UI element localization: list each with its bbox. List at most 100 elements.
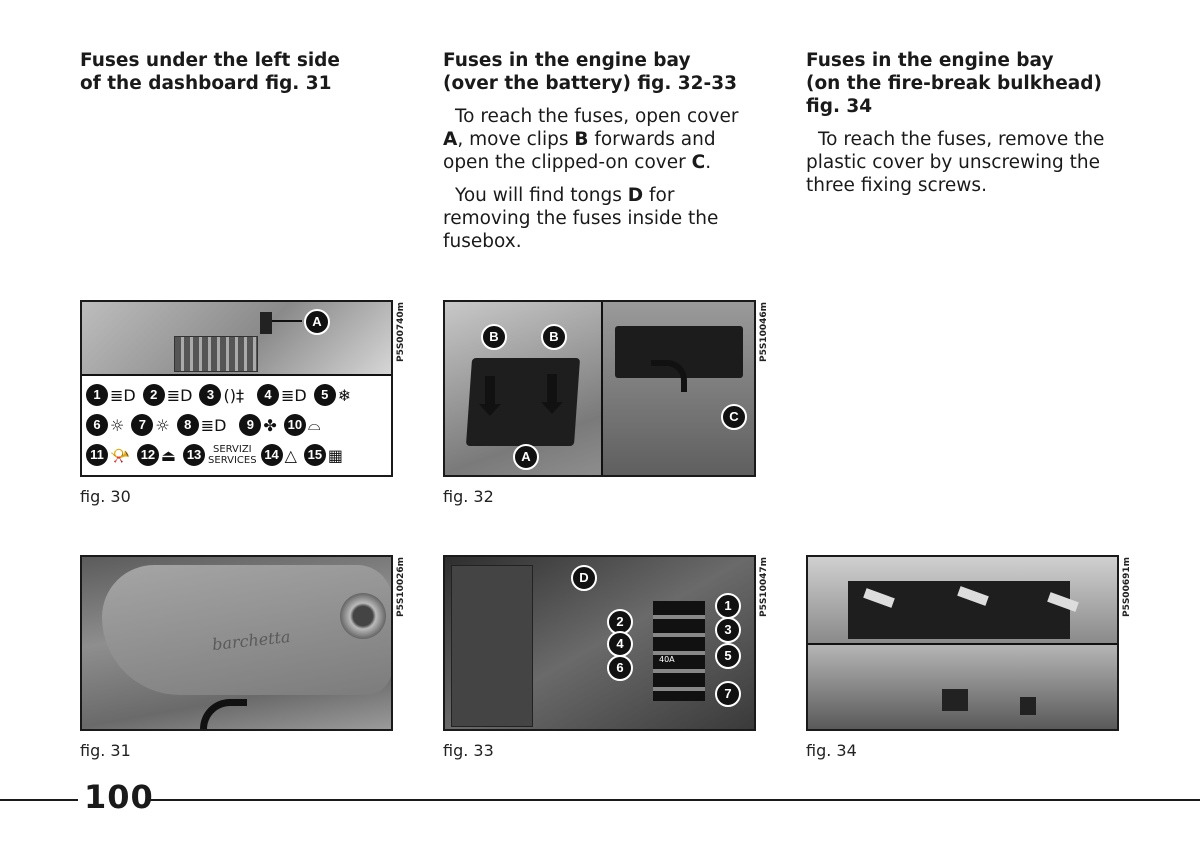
figure-32-battery-cover: B B A C	[443, 300, 756, 477]
number-label: 4	[607, 631, 633, 657]
rear-fog-icon: ()‡	[223, 385, 244, 405]
page-number: 100	[84, 778, 154, 816]
fuse-rack	[653, 601, 705, 701]
photo-divider	[808, 643, 1117, 645]
legend-item: 5❄	[313, 384, 354, 406]
figure-caption: fig. 31	[80, 741, 131, 760]
legend-item: 6☼	[86, 414, 127, 436]
paragraph-reach-fuses: To reach the fuses, open cover A, move c…	[443, 106, 739, 173]
cover-photo-right	[603, 302, 754, 475]
label-b: B	[541, 324, 567, 350]
legend-item: 11📯	[86, 444, 133, 466]
heading-dashboard-fuses: Fuses under the left side of the dashboa…	[80, 49, 400, 95]
label-b: B	[481, 324, 507, 350]
legend-item: 12⏏	[136, 444, 179, 466]
legend-item: 1≣D	[86, 384, 139, 406]
figure-33-fusebox: 40A D 1 2 3 4 5 6 7	[443, 555, 756, 731]
legend-divider	[82, 374, 391, 376]
legend-item: 15▦	[303, 444, 346, 466]
fuse-mark: 40A	[659, 655, 675, 664]
label-a: A	[304, 309, 330, 335]
legend-item: 14△	[260, 444, 300, 466]
climate-icon: ❄	[337, 385, 352, 405]
low-beam-icon: ≣D	[110, 385, 136, 405]
seat-icon: ⏏	[160, 445, 177, 465]
legend-row-2: 6☼ 7☼ 8≣D 9✤ 10⌓	[86, 414, 327, 436]
rear-defrost-icon: ▦	[327, 445, 343, 465]
legend-item: 2≣D	[142, 384, 196, 406]
paragraph-plastic-cover: To reach the fuses, remove the plastic c…	[806, 129, 1105, 196]
heading-line: Fuses in the engine bay	[443, 50, 691, 71]
figure-caption: fig. 32	[443, 487, 494, 506]
footer-rule-right	[150, 799, 1200, 801]
figure-caption: fig. 30	[80, 487, 131, 506]
figure-code: P5S00740m	[396, 302, 406, 363]
footer-rule-left	[0, 799, 78, 801]
figure-code: P5S10046m	[759, 302, 769, 363]
heading-line: Fuses in the engine bay	[806, 50, 1054, 71]
figure-code: P5S00691m	[1122, 557, 1132, 618]
high-beam-icon: ≣D	[280, 385, 307, 405]
heading-line: (on the fire-break bulkhead)	[806, 73, 1102, 94]
fusebox-lid	[451, 565, 533, 727]
heading-bulkhead-fuses: Fuses in the engine bay (on the fire-bre…	[806, 49, 1124, 118]
paragraph-tongs: You will find tongs D for removing the f…	[443, 185, 719, 252]
number-label: 5	[715, 643, 741, 669]
leader-line	[272, 320, 302, 322]
low-beam-icon: ≣D	[166, 385, 193, 405]
legend-item: 10⌓	[283, 414, 324, 436]
figure-30-fuse-legend: A 1≣D 2≣D 3()‡ 4≣D 5❄ 6☼ 7☼ 8≣D 9✤ 10⌓ 1…	[80, 300, 393, 477]
legend-item: 7☼	[131, 414, 172, 436]
curved-arrow-icon	[200, 699, 247, 729]
legend-item: 3()‡	[199, 384, 246, 406]
figure-caption: fig. 34	[806, 741, 857, 760]
legend-item: 8≣D	[176, 414, 230, 436]
label-d: D	[571, 565, 597, 591]
bulkhead-photo-bottom	[808, 645, 1117, 729]
fusebox-grid	[174, 336, 258, 372]
wiper-icon: ⌓	[307, 415, 321, 434]
label-a: A	[513, 444, 539, 470]
relay	[942, 689, 968, 711]
fan-icon: ✤	[263, 415, 277, 435]
side-light-icon: ☼	[155, 415, 170, 435]
figure-34-bulkhead	[806, 555, 1119, 731]
fusebox-bracket	[260, 312, 272, 334]
heading-line: Fuses under the left side	[80, 50, 340, 71]
curved-arrow-icon	[651, 360, 687, 392]
hazard-icon: △	[284, 445, 297, 465]
heading-line: fig. 34	[806, 96, 873, 117]
number-label: 1	[715, 593, 741, 619]
number-label: 6	[607, 655, 633, 681]
heading-line: (over the battery) fig. 32-33	[443, 73, 737, 94]
column-middle: Fuses in the engine bay (over the batter…	[443, 49, 761, 253]
high-beam-icon: ≣D	[200, 415, 227, 435]
photo-divider	[601, 302, 603, 475]
dashboard-photo	[82, 302, 391, 374]
cover-photo-left	[445, 302, 601, 475]
glovebox-lid	[102, 565, 391, 695]
figure-caption: fig. 33	[443, 741, 494, 760]
arrow-down-icon	[541, 374, 563, 414]
horn-icon: 📯	[110, 445, 130, 465]
legend-row-1: 1≣D 2≣D 3()‡ 4≣D 5❄	[86, 384, 358, 406]
number-label: 3	[715, 617, 741, 643]
figure-code: P5S10026m	[396, 557, 406, 618]
air-vent	[340, 593, 386, 639]
legend-item: 9✤	[239, 414, 279, 436]
figure-code: P5S10047m	[759, 557, 769, 618]
figure-31-dashboard: barchetta	[80, 555, 393, 731]
side-light-icon: ☼	[110, 415, 125, 435]
label-c: C	[721, 404, 747, 430]
column-right: Fuses in the engine bay (on the fire-bre…	[806, 49, 1124, 197]
column-left: Fuses under the left side of the dashboa…	[80, 49, 400, 95]
bulkhead-photo-top	[808, 557, 1117, 643]
number-label: 7	[715, 681, 741, 707]
relay	[1020, 697, 1036, 715]
arrow-down-icon	[479, 376, 501, 416]
heading-battery-fuses: Fuses in the engine bay (over the batter…	[443, 49, 761, 95]
heading-line: of the dashboard fig. 31	[80, 73, 332, 94]
